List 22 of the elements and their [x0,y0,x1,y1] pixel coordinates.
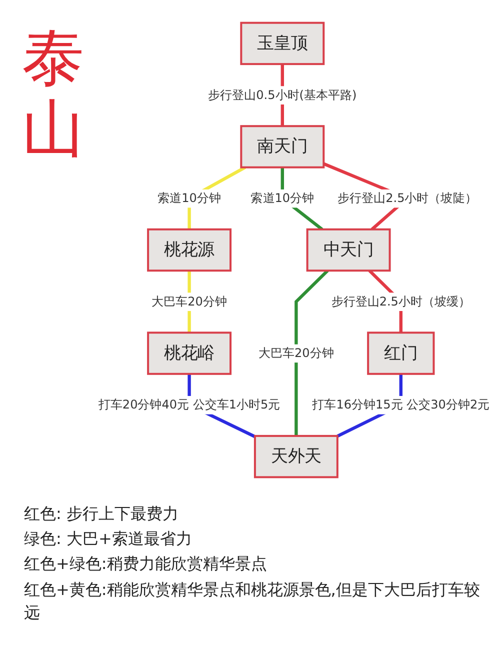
connector [294,269,329,436]
node-box: 桃花源 [147,228,232,272]
note-text: 红色+黄色:稍能欣赏精华景点和桃花源景色,但是下大巴后打车较远 [24,578,480,624]
node-box: 中天门 [306,228,391,272]
node-box: 红门 [367,332,435,375]
note-text: 红色+绿色:稍费力能欣赏精华景点 [24,553,268,576]
node-box: 玉皇顶 [240,22,325,66]
edge-label: 步行登山2.5小时（坡缓） [331,294,470,309]
edge-label: 打车20分钟40元 公交车1小时5元 [98,398,280,412]
edge-label: 大巴车20分钟 [258,346,334,360]
edge-label: 步行登山2.5小时（坡陡） [338,190,477,206]
node-box: 桃花峪 [147,332,232,375]
node-box: 天外天 [254,434,338,478]
edge-label: 步行登山0.5小时(基本平路) [208,88,357,102]
edge-label: 索道10分钟 [158,190,221,206]
edge-label: 索道10分钟 [250,190,314,206]
note-text: 红色: 步行上下最费力 [24,503,180,525]
note-text: 绿色: 大巴+索道最省力 [24,528,193,550]
title: 泰山 [22,22,85,165]
edge-label: 打车16分钟15元 公交30分钟2元 [312,398,490,412]
edge-label: 大巴车20分钟 [152,294,227,309]
node-box: 南天门 [240,125,325,168]
